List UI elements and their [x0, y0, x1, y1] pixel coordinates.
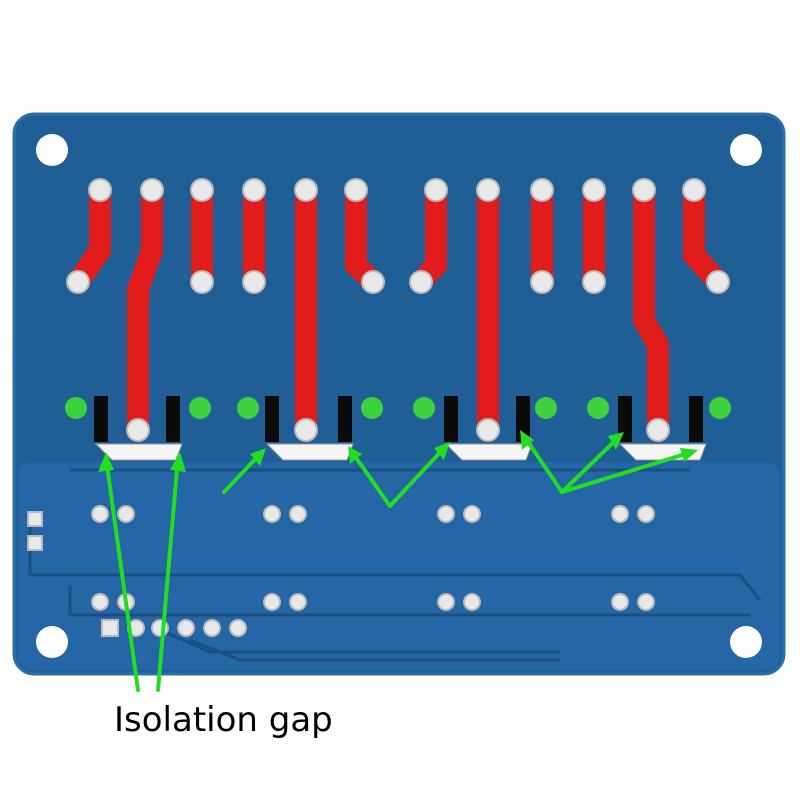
arrow-icon	[350, 450, 392, 508]
relay-slot-2	[265, 396, 354, 461]
relay-traces	[68, 190, 727, 430]
low-voltage-pads	[27, 505, 655, 637]
arrow-icon	[156, 456, 180, 692]
solder-pads	[66, 178, 730, 294]
arrow-icon	[560, 434, 622, 494]
relay-common-pads	[126, 418, 670, 442]
arrow-icon	[388, 444, 448, 508]
arrow-heads	[98, 430, 698, 472]
arrow-icon	[560, 450, 694, 494]
relay-slot-4	[618, 396, 707, 461]
relay-slot-1	[94, 396, 183, 461]
led-pads	[65, 397, 731, 419]
arrow-icon	[104, 456, 140, 692]
mounting-hole	[36, 134, 68, 166]
mounting-hole	[730, 626, 762, 658]
isolation-gap-caption: Isolation gap	[114, 700, 333, 740]
annotation-arrows	[104, 434, 694, 692]
mounting-hole	[36, 626, 68, 658]
mounting-hole	[730, 134, 762, 166]
arrow-icon	[522, 434, 564, 494]
relay-slot-3	[444, 396, 533, 461]
